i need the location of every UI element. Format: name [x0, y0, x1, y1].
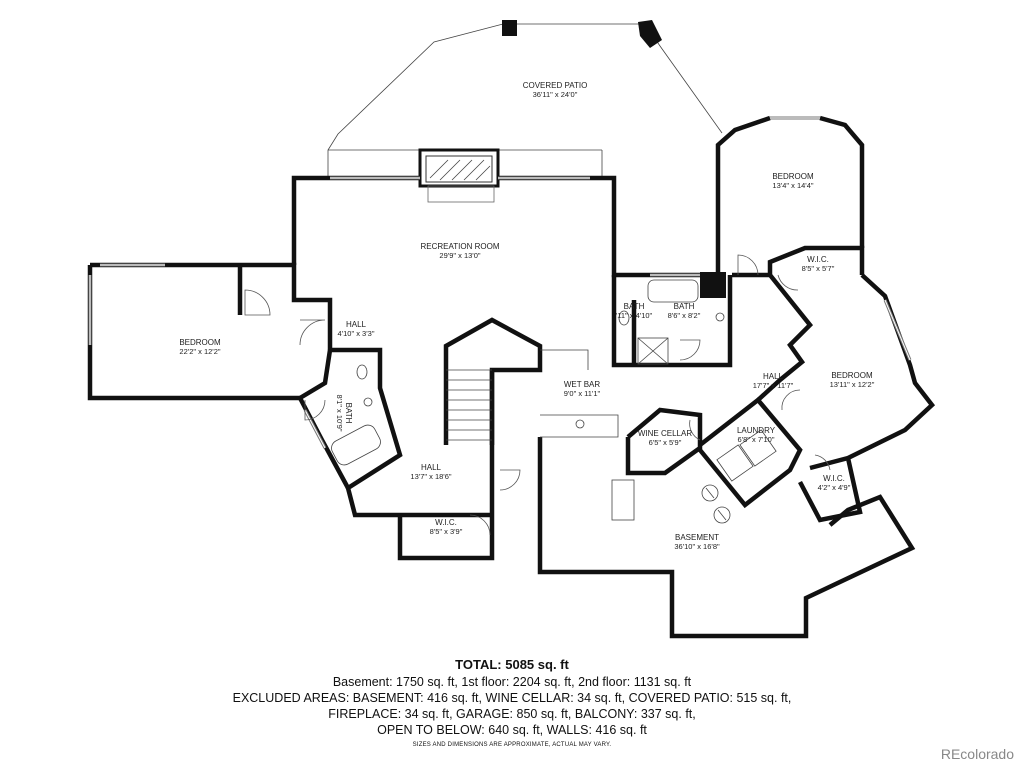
room-dimensions: 29'9" x 13'0"	[439, 251, 480, 260]
windows	[88, 116, 912, 449]
room-label-wic-ne: W.I.C.8'5" x 5'7"	[802, 255, 835, 273]
covered-patio-outline	[327, 20, 723, 180]
room-dimensions: 6'8" x 7'10"	[738, 435, 775, 444]
fixtures	[331, 279, 777, 524]
floor-breakdown: Basement: 1750 sq. ft, 1st floor: 2204 s…	[332, 675, 692, 689]
room-label-wic-e: W.I.C.4'2" x 4'9"	[818, 474, 851, 492]
room-name: RECREATION ROOM	[421, 242, 500, 251]
room-dimensions: 36'10" x 16'8"	[674, 542, 720, 551]
fireplace	[418, 148, 500, 203]
room-name: BASEMENT	[675, 533, 719, 542]
walls	[87, 115, 936, 639]
room-name: BEDROOM	[831, 371, 873, 380]
room-name: W.I.C.	[435, 518, 457, 527]
room-dimensions: 4'2" x 4'9"	[818, 483, 851, 492]
room-dimensions: 8'1" x 10'9"	[335, 395, 344, 432]
room-dimensions: 6'5" x 5'9"	[649, 438, 682, 447]
excluded-areas-line2: FIREPLACE: 34 sq. ft, GARAGE: 850 sq. ft…	[328, 707, 696, 721]
disclaimer: SIZES AND DIMENSIONS ARE APPROXIMATE, AC…	[412, 742, 612, 748]
room-name: LAUNDRY	[737, 426, 776, 435]
room-dimensions: 8'5" x 5'7"	[802, 264, 835, 273]
room-label-bath-small: BATH'11" x 4'10"	[616, 302, 653, 320]
room-name: COVERED PATIO	[523, 81, 588, 90]
room-dimensions: 8'6" x 8'2"	[668, 311, 701, 320]
room-dimensions: 13'4" x 14'4"	[772, 181, 813, 190]
room-name: HALL	[421, 463, 442, 472]
total-area: TOTAL: 5085 sq. ft	[455, 657, 569, 672]
room-dimensions: '11" x 4'10"	[616, 311, 653, 320]
room-dimensions: 22'2" x 12'2"	[179, 347, 220, 356]
room-name: W.I.C.	[807, 255, 829, 264]
room-dimensions: 4'10" x 3'3"	[338, 329, 375, 338]
room-dimensions: 36'11" x 24'0"	[533, 90, 578, 99]
room-name: WINE CELLAR	[638, 429, 692, 438]
room-dimensions: 8'5" x 3'9"	[430, 527, 463, 536]
doors	[244, 254, 831, 536]
excluded-areas-line3: OPEN TO BELOW: 640 sq. ft, WALLS: 416 sq…	[377, 723, 647, 737]
room-name: WET BAR	[564, 380, 601, 389]
room-dimensions: 13'7" x 18'6"	[410, 472, 451, 481]
room-name: BATH	[344, 403, 353, 424]
room-name: BEDROOM	[179, 338, 221, 347]
room-name: HALL	[763, 372, 784, 381]
room-name: W.I.C.	[823, 474, 845, 483]
room-dimensions: 13'11" x 12'2"	[830, 380, 875, 389]
room-label-wic-s: W.I.C.8'5" x 3'9"	[430, 518, 463, 536]
excluded-areas-line1: EXCLUDED AREAS: BASEMENT: 416 sq. ft, WI…	[232, 691, 792, 705]
room-name: BATH	[624, 302, 645, 311]
room-dimensions: 9'0" x 11'1"	[564, 389, 601, 398]
room-name: BATH	[674, 302, 695, 311]
room-dimensions: 17'7" x 11'7"	[753, 381, 794, 390]
brand-logo: REcolorado	[940, 746, 1014, 762]
room-name: BEDROOM	[772, 172, 814, 181]
room-name: HALL	[346, 320, 367, 329]
